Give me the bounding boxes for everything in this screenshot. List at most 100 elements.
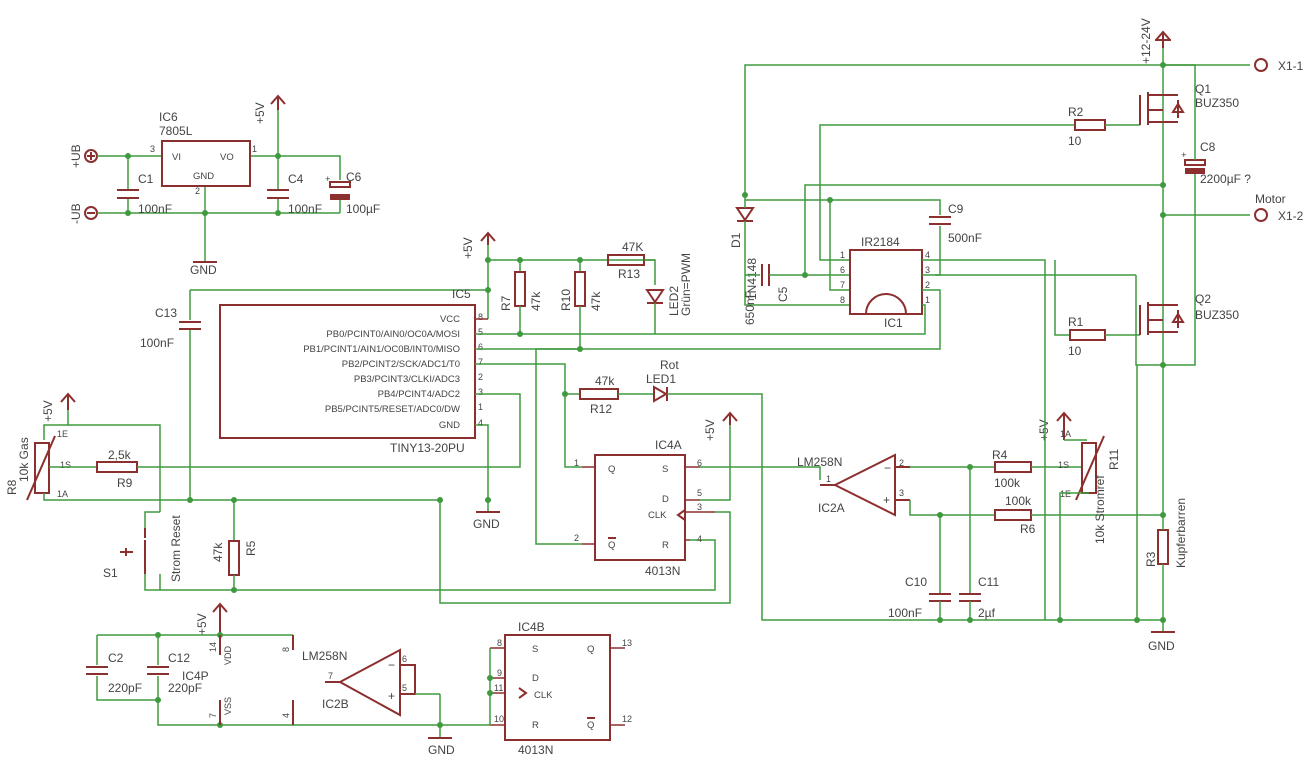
ic6-vo: VO xyxy=(220,152,234,163)
r13-name: R13 xyxy=(618,267,640,281)
label-minus-ub: -UB xyxy=(69,203,83,224)
led2-name: LED2 xyxy=(667,286,681,316)
ic1-pin1: 1 xyxy=(840,250,845,260)
gnd-label: GND xyxy=(428,743,455,757)
r7-value: 47k xyxy=(529,291,543,311)
ic4b-clk: CLK xyxy=(534,690,553,701)
r8-name: R8 xyxy=(5,479,19,495)
c5-value: 650nF xyxy=(743,291,757,325)
r11-pin-1a: 1A xyxy=(1060,429,1071,439)
r10-value: 47k xyxy=(589,291,603,311)
ic2b-name: IC2B xyxy=(322,697,349,711)
ic5-pin-label: PB3/PCINT3/CLKI/ADC3 xyxy=(354,374,460,385)
c13-value: 100nF xyxy=(140,336,174,350)
r2-value: 10 xyxy=(1068,134,1082,148)
ic1-pin2: 2 xyxy=(925,280,930,290)
ic4b-pin9: 9 xyxy=(497,668,502,678)
led2-icon xyxy=(645,289,665,304)
r4-resistor xyxy=(994,461,1032,473)
x1-2-label: X1-2 xyxy=(1278,209,1304,223)
r11-pin-1s: 1S xyxy=(1058,460,1069,470)
c8-value: 2200µF ? xyxy=(1200,172,1251,186)
input-section: +5V 1E 1S 1A R8 10k Gas 2,5k R9 S1 Strom… xyxy=(5,392,731,604)
gnd-label: GND xyxy=(1148,639,1175,653)
ic4b-pin13: 13 xyxy=(622,638,632,648)
led1-section: 47k R12 Rot LED1 xyxy=(562,358,1140,621)
ic6-value: 7805L xyxy=(159,124,193,138)
c9-name: C9 xyxy=(948,202,964,216)
ic2b-opamp xyxy=(337,648,401,717)
led1-name: LED1 xyxy=(646,372,676,386)
c4-name: C4 xyxy=(288,172,304,186)
r13-value: 47K xyxy=(622,240,643,254)
ic4b-pin12: 12 xyxy=(622,714,632,724)
ic4p-pin14: 14 xyxy=(208,642,218,652)
ic4b-name: IC4B xyxy=(518,620,545,634)
q2-name: Q2 xyxy=(1195,292,1211,306)
d1-diode-icon xyxy=(735,207,755,222)
ic5-name: IC5 xyxy=(452,287,471,301)
ic2a-plus: + xyxy=(883,493,890,507)
r9-value: 2,5k xyxy=(108,448,132,462)
d1-name: D1 xyxy=(729,232,743,248)
q1-value: BUZ350 xyxy=(1195,96,1239,110)
ic4b-pin11: 11 xyxy=(494,683,503,693)
ic2p-pin8: 8 xyxy=(281,647,291,652)
current-section: R4 100k 100k R6 +5V 1A 1S 1E R11 10k Str… xyxy=(888,411,1188,653)
r3-value: Kupferbarren xyxy=(1174,498,1188,568)
r3-shunt-resistor xyxy=(1157,529,1169,565)
c6-name: C6 xyxy=(346,170,362,184)
ic4a-pin6: 6 xyxy=(697,458,702,468)
c2-name: C2 xyxy=(108,651,124,665)
ic1-pin3: 3 xyxy=(925,265,930,275)
c1-value: 100nF xyxy=(138,202,172,216)
c11-name: C11 xyxy=(978,575,999,589)
ic5-pin-label: PB5/PCINT5/RESET/ADC0/DW xyxy=(325,404,460,415)
ic1-gate-driver xyxy=(849,249,923,315)
ic2b-pin5: 5 xyxy=(402,683,407,693)
ic2b-pin6: 6 xyxy=(402,654,407,664)
ic6-pin3: 3 xyxy=(150,144,155,154)
c8-plus: + xyxy=(1181,150,1187,161)
s1-label: Strom Reset xyxy=(169,515,183,582)
ic4a-pin5: 5 xyxy=(697,488,702,498)
r1-name: R1 xyxy=(1068,315,1084,329)
r12-value: 47k xyxy=(595,374,615,388)
ic1-part-name: IR2184 xyxy=(861,235,900,249)
ic4b-d: D xyxy=(532,673,539,684)
ic4a-pin1: 1 xyxy=(574,458,579,468)
ic1-pin8: 8 xyxy=(840,295,845,305)
motor-label: Motor xyxy=(1255,192,1286,206)
terminal-x1-1 xyxy=(1254,58,1268,72)
ic2b-minus: − xyxy=(388,658,395,672)
c12-name: C12 xyxy=(168,651,190,665)
ic5-pin-label: VCC xyxy=(440,314,460,325)
gnd-label: GND xyxy=(473,517,500,531)
ic4b-pin10: 10 xyxy=(494,714,504,724)
c6-plus: + xyxy=(325,174,331,185)
r10-resistor xyxy=(574,271,586,307)
supply-5v-label: +5V xyxy=(703,419,717,441)
r9-resistor xyxy=(96,461,138,473)
ic4b-part: 4013N xyxy=(518,743,553,757)
r3-name: R3 xyxy=(1144,551,1158,567)
r1-resistor xyxy=(1069,329,1106,341)
r8-pin-1s: 1S xyxy=(60,460,71,470)
ic2a-name: IC2A xyxy=(818,501,845,515)
ic2a-pin2: 2 xyxy=(899,458,904,468)
ic5-pin-label: PB0/PCINT0/AIN0/OC0A/MOSI xyxy=(326,329,460,340)
r8-potentiometer xyxy=(34,442,50,494)
regulator-section: +UB -UB IC6 7805L VI VO GND 3 1 2 C1 100… xyxy=(69,94,380,277)
ic2a-opamp xyxy=(832,453,896,517)
q2-value: BUZ350 xyxy=(1195,308,1239,322)
ic5-pin-number: 7 xyxy=(478,357,483,367)
ic4b-s: S xyxy=(532,644,538,655)
pullup-section: R7 47k R10 47k 47K R13 LED2 Grün=PWM xyxy=(499,240,693,545)
ic5-pin-number: 2 xyxy=(478,372,483,382)
r5-resistor xyxy=(228,540,240,576)
ic5-pin-number: 6 xyxy=(478,342,483,352)
r6-name: R6 xyxy=(1020,522,1036,536)
flipflop-a-section: IC4A 4013N Q S D CLK Q R 1 2 6 5 3 4 +5V xyxy=(574,411,821,578)
